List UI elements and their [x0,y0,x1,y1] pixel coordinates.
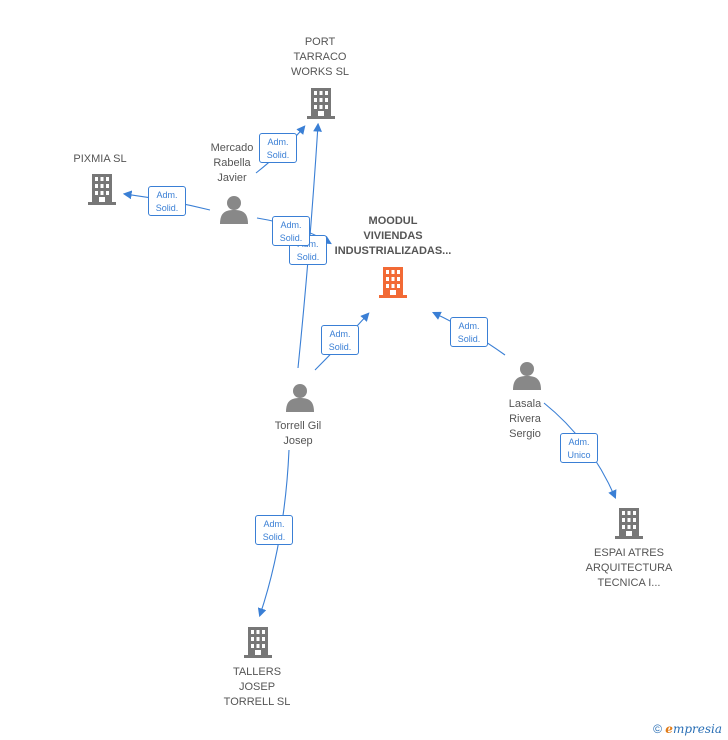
node-label-lasala[interactable]: Lasala Rivera Sergio [508,398,542,440]
tallers-building-icon[interactable] [244,627,272,658]
edge-label-lasala-moodul: Adm. Solid. [450,317,488,347]
node-label-torrell[interactable]: Torrell Gil Josep [274,420,322,447]
lasala-person-icon[interactable] [513,362,541,390]
node-label-moodul[interactable]: MOODUL VIVIENDAS INDUSTRIALIZADAS... [334,215,452,257]
edge-label-mercado-port: Adm. Solid. [259,133,297,163]
copyright-symbol: © [653,722,662,736]
node-label-tallers[interactable]: TALLERS JOSEP TORRELL SL [223,666,291,708]
mercado-person-icon[interactable] [220,196,248,224]
edge-label-lasala-espai: Adm. Unico [560,433,598,463]
edge-label-mercado-pixmia: Adm. Solid. [148,186,186,216]
edge-label-mercado-moodul: Adm. Solid. [272,216,310,246]
espai-building-icon[interactable] [615,508,643,539]
edge-label-torrell-tallers: Adm. Solid. [255,515,293,545]
pixmia-building-icon[interactable] [88,174,116,205]
node-label-pixmia[interactable]: PIXMIA SL [73,153,127,165]
edge-label-torrell-moodul: Adm. Solid. [321,325,359,355]
torrell-person-icon[interactable] [286,384,314,412]
copyright-footer: © empresia [653,722,722,736]
empresia-logo[interactable]: empresia [665,722,722,736]
node-label-mercado[interactable]: Mercado Rabella Javier [210,142,254,184]
node-label-espai[interactable]: ESPAI ATRES ARQUITECTURA TECNICA I... [585,547,673,589]
node-label-port-tarraco[interactable]: PORT TARRACO WORKS SL [290,36,350,78]
port-tarraco-building-icon[interactable] [307,88,335,119]
moodul-building-icon[interactable] [379,267,407,298]
